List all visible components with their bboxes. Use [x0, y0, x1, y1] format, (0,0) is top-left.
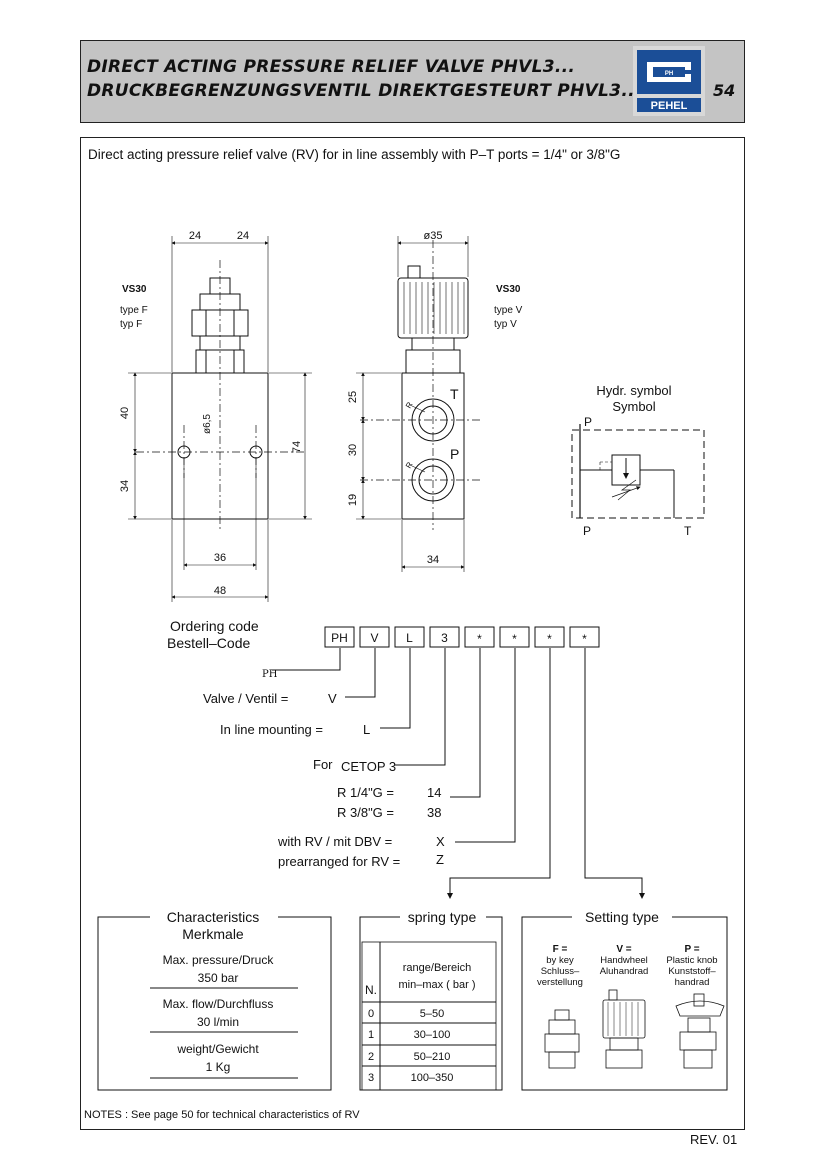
thread-b-label: R [404, 460, 415, 470]
spring-title: spring type [408, 909, 477, 925]
symbol-t-bottom: T [684, 524, 692, 538]
technical-drawing: VS30 type F typ F 24 24 40 34 74 ø6,5 36… [97, 230, 728, 1091]
ordering-ph-line: PH [262, 669, 278, 680]
setting-p-line3: handrad [675, 977, 710, 988]
code-box-6: * [512, 632, 517, 646]
code-box-1: PH [331, 631, 348, 645]
symbol-p-top: P [584, 415, 592, 429]
setting-f-code: F = [553, 944, 568, 955]
spring-range-1: 30–100 [414, 1029, 451, 1041]
spring-range-0: 5–50 [420, 1008, 444, 1020]
spring-n-0: 0 [368, 1008, 374, 1020]
ordering-r14-line: R 1/4"G = [337, 785, 394, 800]
dim-34-right: 34 [427, 554, 439, 566]
spring-range-3: 100–350 [411, 1072, 454, 1084]
spring-n-1: 1 [368, 1029, 374, 1041]
char-value-1: 350 bar [198, 971, 239, 985]
title-german: DRUCKBEGRENZUNGSVENTIL DIREKTGESTEURT PH… [87, 81, 642, 101]
thread-a-label: R [404, 400, 415, 410]
dim-40: 40 [119, 407, 131, 419]
pehel-logo: PH PEHEL [633, 46, 705, 116]
dim-25: 25 [347, 391, 359, 403]
left-model: VS30 [122, 284, 147, 295]
ordering-valve-code: V [328, 691, 337, 706]
setting-title: Setting type [585, 909, 659, 925]
dim-19: 19 [347, 494, 359, 506]
dim-30: 30 [347, 444, 359, 456]
spring-range-2: 50–210 [414, 1051, 451, 1063]
dim-24-left: 24 [189, 230, 201, 242]
dim-36: 36 [214, 552, 226, 564]
characteristics-title-de: Merkmale [182, 926, 244, 942]
ordering-mount-line: In line mounting = [220, 722, 323, 737]
char-label-3: weight/Gewicht [176, 1042, 259, 1056]
right-type-de: typ V [494, 319, 517, 330]
spring-col-range2: min–max ( bar ) [398, 979, 475, 991]
setting-p-line1: Plastic knob [666, 955, 717, 966]
port-p-label: P [450, 446, 459, 462]
hydraulic-symbol-frame [571, 429, 705, 519]
spring-n-3: 3 [368, 1072, 374, 1084]
left-type-en: type F [120, 305, 148, 316]
char-value-2: 30 l/min [197, 1015, 239, 1029]
ordering-cetop-prefix: For [313, 757, 333, 772]
ordering-mount-code: L [363, 722, 370, 737]
ordering-r14-code: 14 [427, 785, 441, 800]
intro-text: Direct acting pressure relief valve (RV)… [88, 147, 621, 162]
title-english: DIRECT ACTING PRESSURE RELIEF VALVE PHVL… [87, 57, 576, 77]
spring-n-2: 2 [368, 1051, 374, 1063]
ordering-title-en: Ordering code [170, 618, 259, 634]
setting-f-line1: by key [546, 955, 574, 966]
spring-col-n: N. [365, 983, 377, 997]
setting-p-code: P = [684, 944, 699, 955]
logo-mark: PH [665, 71, 673, 77]
right-model: VS30 [496, 284, 521, 295]
symbol-title-en: Hydr. symbol [596, 383, 671, 398]
revision-label: REV. 01 [690, 1132, 738, 1147]
page-header: DIRECT ACTING PRESSURE RELIEF VALVE PHVL… [80, 40, 745, 123]
ordering-r38-code: 38 [427, 805, 441, 820]
ordering-rv-code: X [436, 834, 445, 849]
symbol-p-bottom: P [583, 524, 591, 538]
code-box-3: L [406, 631, 413, 645]
setting-v-line2: Aluhandrad [600, 966, 649, 977]
ordering-r38-line: R 3/8"G = [337, 805, 394, 820]
symbol-title-de: Symbol [612, 399, 655, 414]
notes-text: NOTES : See page 50 for technical charac… [84, 1109, 360, 1121]
dim-74: 74 [291, 441, 303, 453]
code-box-4: 3 [441, 631, 448, 645]
setting-v-line1: Handwheel [600, 955, 648, 966]
setting-f-line2: Schluss– [541, 966, 580, 977]
setting-f-line3: verstellung [537, 977, 583, 988]
ordering-title-de: Bestell–Code [167, 635, 250, 651]
dim-34-left: 34 [119, 480, 131, 492]
char-value-3: 1 Kg [206, 1060, 231, 1074]
code-box-8: * [582, 632, 587, 646]
code-box-5: * [477, 632, 482, 646]
ordering-prearr-line: prearranged for RV = [278, 854, 400, 869]
char-label-1: Max. pressure/Druck [163, 953, 275, 967]
ordering-rv-line: with RV / mit DBV = [277, 834, 392, 849]
characteristics-title-en: Characteristics [167, 909, 260, 925]
left-type-de: typ F [120, 319, 142, 330]
code-box-2: V [370, 631, 378, 645]
content-frame [80, 137, 745, 1130]
dim-24-right: 24 [237, 230, 249, 242]
code-box-7: * [547, 632, 552, 646]
ordering-cetop-line: CETOP 3 [341, 759, 396, 774]
logo-text: PEHEL [651, 100, 688, 112]
ordering-valve-line: Valve / Ventil = [203, 691, 288, 706]
ordering-prearr-code: Z [436, 852, 444, 867]
setting-p-line2: Kunststoff– [668, 966, 716, 977]
spring-col-range1: range/Bereich [403, 962, 472, 974]
dim-35: ø35 [424, 230, 443, 242]
page-number: 54 [713, 81, 736, 100]
char-label-2: Max. flow/Durchfluss [163, 997, 274, 1011]
dim-48: 48 [214, 585, 226, 597]
port-t-label: T [450, 386, 459, 402]
dim-hole: ø6,5 [202, 414, 213, 434]
setting-v-code: V = [616, 944, 631, 955]
right-type-en: type V [494, 305, 523, 316]
